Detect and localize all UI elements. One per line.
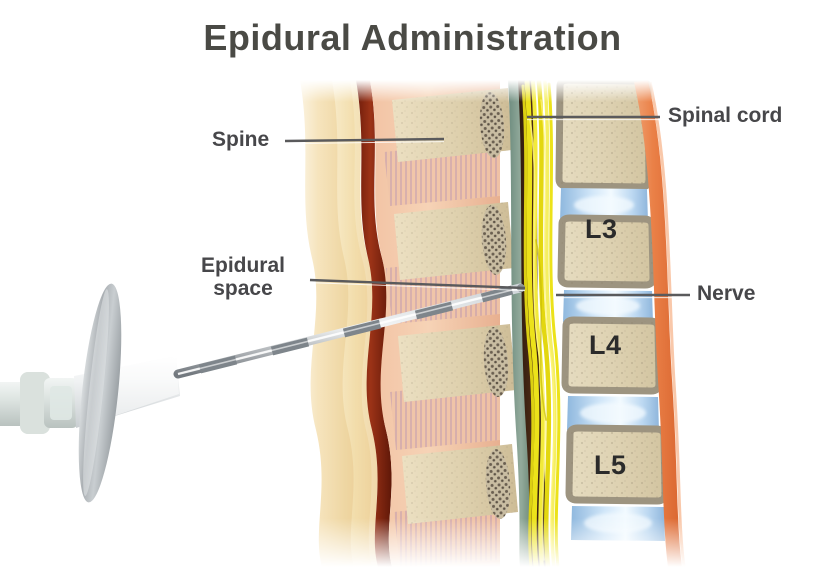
vertebra-label-l5: L5 (594, 450, 627, 480)
marrow-cavity (479, 92, 505, 158)
vertebral-column (555, 76, 669, 541)
anterior-longitudinal-ligament (634, 80, 682, 567)
label-spine: Spine (212, 128, 270, 151)
needle-shaft (173, 283, 525, 379)
syringe-wings (78, 283, 122, 503)
syringe-barrel (0, 372, 78, 434)
leader-line-spine (284, 137, 445, 143)
label-spinal-cord: Spinal cord (668, 104, 783, 127)
leader-line-epidural (309, 278, 526, 290)
spinous-processes (392, 88, 518, 524)
page-title: Epidural Administration (203, 17, 622, 58)
label-epidural-space: Epidural space (200, 254, 285, 300)
label-nerve: Nerve (697, 282, 756, 305)
subcutaneous-fat (332, 80, 378, 567)
nerve-fibers (521, 79, 561, 567)
vertebra-label-l4: L4 (589, 330, 622, 360)
vertebra-label-l3: L3 (585, 214, 618, 244)
